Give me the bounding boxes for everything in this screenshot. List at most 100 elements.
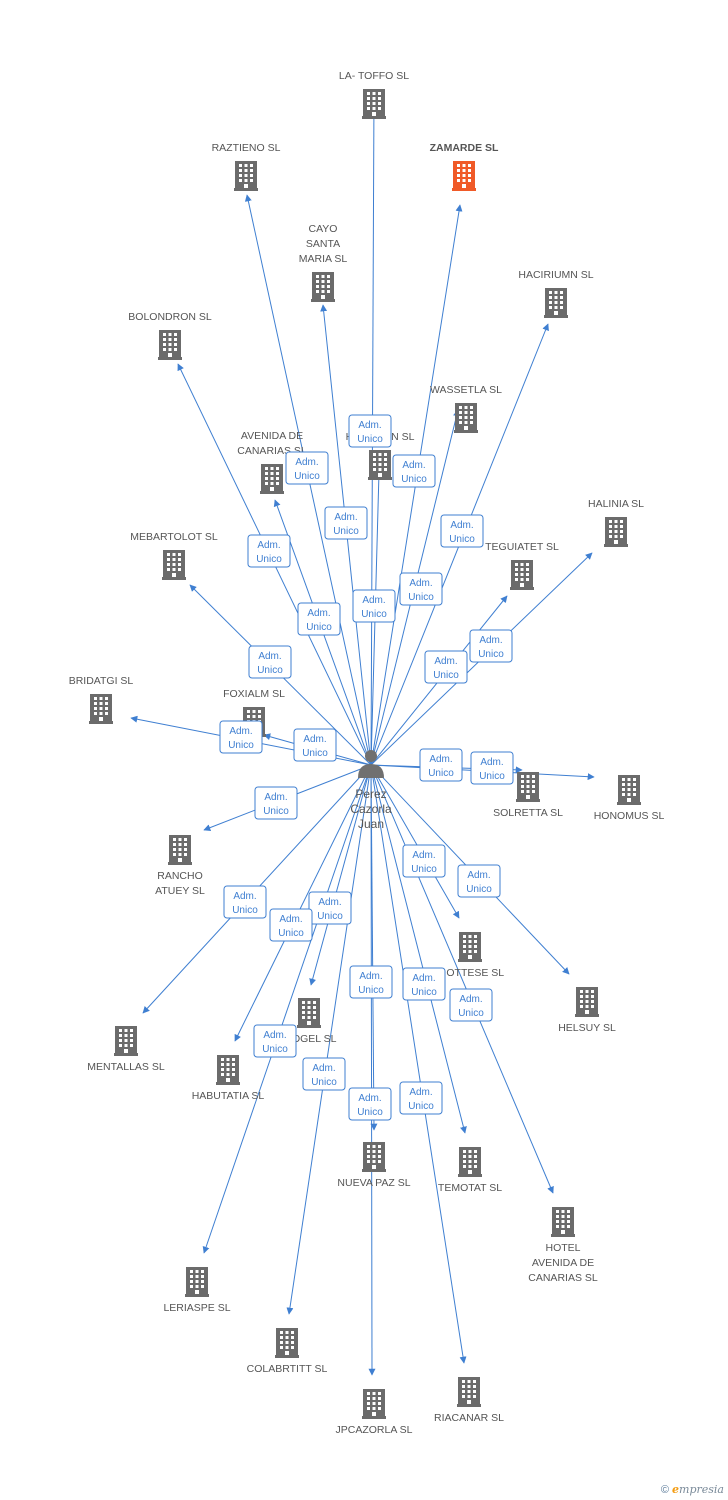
edge-label-la-toffo[interactable]: Adm.Unico [348, 414, 392, 448]
company-node-bridatgi[interactable]: BRIDATGI SL [69, 675, 134, 724]
company-name[interactable]: RANCHO [157, 870, 203, 882]
company-node-foxialm[interactable]: FOXIALM SL [223, 688, 285, 737]
edge-label-teguiatet[interactable]: Adm.Unico [424, 650, 468, 684]
company-node-leriaspe[interactable]: LERIASPE SL [163, 1267, 231, 1314]
edge-label-helsuy[interactable]: Adm.Unico [457, 864, 501, 898]
edge-label-colabrtitt[interactable]: Adm.Unico [302, 1057, 346, 1091]
building-icon [458, 932, 482, 962]
company-name[interactable]: HACIRIUMN SL [518, 269, 593, 281]
company-name[interactable]: LA- TOFFO SL [339, 70, 409, 82]
company-name[interactable]: TEGUIATET SL [485, 541, 559, 553]
edge-label-cayo[interactable]: Adm.Unico [399, 572, 443, 606]
company-node-temotat[interactable]: TEMOTAT SL [438, 1147, 502, 1194]
edge-label-halinia[interactable]: Adm.Unico [469, 629, 513, 663]
company-name[interactable]: …OTTESE SL [436, 967, 504, 979]
company-name[interactable]: RAZTIENO SL [212, 142, 281, 154]
company-node-honomus[interactable]: HONOMUS SL [594, 775, 665, 822]
edge-label-raztieno[interactable]: Adm.Unico [324, 506, 368, 540]
company-node-halinia[interactable]: HALINIA SL [588, 498, 644, 547]
company-name[interactable]: TEMOTAT SL [438, 1182, 502, 1194]
company-name[interactable]: ATUEY SL [155, 885, 205, 897]
edge-label-avenida[interactable]: Adm.Unico [285, 451, 329, 485]
relation-label: Adm. [409, 1087, 432, 1098]
company-name[interactable]: BOLONDRON SL [128, 311, 212, 323]
person-icon [365, 750, 377, 762]
company-name[interactable]: CANARIAS SL [528, 1272, 598, 1284]
company-name[interactable]: BRIDATGI SL [69, 675, 134, 687]
edge-label-foxialm[interactable]: Adm.Unico [293, 728, 337, 762]
relation-label: Unico [428, 768, 454, 779]
company-name[interactable]: MENTALLAS SL [87, 1061, 165, 1073]
company-node-helsuy[interactable]: HELSUY SL [558, 987, 616, 1034]
company-name[interactable]: MARIA SL [299, 253, 348, 265]
edge-label-ogel[interactable]: Adm.Unico [308, 891, 352, 925]
company-node-habutatia[interactable]: HABUTATIA SL [192, 1055, 265, 1102]
company-name[interactable]: JPCAZORLA SL [335, 1424, 412, 1436]
brand-logo[interactable]: empresia [672, 1483, 724, 1496]
company-node-mentallas[interactable]: MENTALLAS SL [87, 1026, 165, 1073]
relation-label: Adm. [257, 540, 280, 551]
company-name[interactable]: ZAMARDE SL [430, 142, 499, 154]
company-name[interactable]: HELSUY SL [558, 1022, 616, 1034]
company-name[interactable]: CAYO [309, 223, 338, 235]
company-name[interactable]: HABUTATIA SL [192, 1090, 265, 1102]
edge-label-zamarde[interactable]: Adm.Unico [392, 454, 436, 488]
person-name: Cazorla [350, 802, 392, 816]
edge-label-wassetla[interactable]: Adm.Unico [352, 589, 396, 623]
edge-label-habutatia[interactable]: Adm.Unico [269, 908, 313, 942]
company-node-rancho[interactable]: RANCHO ATUEY SL [155, 835, 205, 897]
company-node-nuevapaz[interactable]: NUEVA PAZ SL [337, 1142, 411, 1189]
company-node-cayo[interactable]: CAYO SANTA MARIA SL [299, 223, 348, 302]
company-node-teguiatet[interactable]: TEGUIATET SL [485, 541, 559, 590]
company-node-colabrtitt[interactable]: COLABRTITT SL [247, 1328, 328, 1375]
company-node-la-toffo[interactable]: LA- TOFFO SL [339, 70, 409, 119]
edge-label-jpcazorla[interactable]: Adm.Unico [348, 1087, 392, 1121]
company-name[interactable]: MEBARTOLOT SL [130, 531, 218, 543]
edge-label-bolondron[interactable]: Adm.Unico [247, 534, 291, 568]
edge-label-mentallas[interactable]: Adm.Unico [223, 885, 267, 919]
company-name[interactable]: SOLRETTA SL [493, 807, 563, 819]
company-node-jpcazorla[interactable]: JPCAZORLA SL [335, 1389, 413, 1436]
building-icon [516, 772, 540, 802]
edge-label-honomus[interactable]: Adm.Unico [470, 751, 514, 785]
company-name[interactable]: LERIASPE SL [163, 1302, 230, 1314]
company-name[interactable]: RIACANAR SL [434, 1412, 504, 1424]
company-node-bolondron[interactable]: BOLONDRON SL [128, 311, 212, 360]
edge-label-hotel[interactable]: Adm.Unico [449, 988, 493, 1022]
company-name[interactable]: SANTA [306, 238, 340, 250]
edge-label-riacanar[interactable]: Adm.Unico [399, 1081, 443, 1115]
company-node-zamarde[interactable]: ZAMARDE SL [430, 142, 499, 191]
company-name[interactable]: NUEVA PAZ SL [337, 1177, 410, 1189]
edge-label-rancho[interactable]: Adm.Unico [254, 786, 298, 820]
company-name[interactable]: HONOMUS SL [594, 810, 665, 822]
company-name[interactable]: FOXIALM SL [223, 688, 285, 700]
company-node-ottese[interactable]: …OTTESE SL [436, 932, 504, 979]
edge-label-haciriumn[interactable]: Adm.Unico [440, 514, 484, 548]
edge-label-mebartolot[interactable]: Adm.Unico [248, 645, 292, 679]
company-node-riacanar[interactable]: RIACANAR SL [434, 1377, 504, 1424]
company-node-wassetla[interactable]: WASSETLA SL [430, 384, 502, 433]
company-node-solretta[interactable]: SOLRETTA SL [493, 772, 563, 819]
edge-label-hambr[interactable]: Adm.Unico [297, 602, 341, 636]
company-name[interactable]: HOTEL [545, 1242, 580, 1254]
edge-label-nuevapaz[interactable]: Adm.Unico [349, 965, 393, 999]
edge-label-bridatgi[interactable]: Adm.Unico [219, 720, 263, 754]
building-icon [114, 1026, 138, 1056]
company-name[interactable]: AVENIDA DE [532, 1257, 594, 1269]
company-name[interactable]: AVENIDA DE [241, 430, 303, 442]
company-node-hotel[interactable]: HOTEL AVENIDA DE CANARIAS SL [528, 1207, 598, 1284]
relation-label: Unico [478, 649, 504, 660]
edge-label-temotat[interactable]: Adm.Unico [402, 967, 446, 1001]
company-node-raztieno[interactable]: RAZTIENO SL [212, 142, 281, 191]
edge-label-leriaspe[interactable]: Adm.Unico [253, 1024, 297, 1058]
company-node-mebartolot[interactable]: MEBARTOLOT SL [130, 531, 218, 580]
building-icon [260, 464, 284, 494]
edge-label-ottese[interactable]: Adm.Unico [402, 844, 446, 878]
edge-label-solretta[interactable]: Adm.Unico [419, 748, 463, 782]
company-name[interactable]: WASSETLA SL [430, 384, 502, 396]
company-name[interactable]: HALINIA SL [588, 498, 644, 510]
company-name[interactable]: COLABRTITT SL [247, 1363, 328, 1375]
company-node-haciriumn[interactable]: HACIRIUMN SL [518, 269, 594, 318]
